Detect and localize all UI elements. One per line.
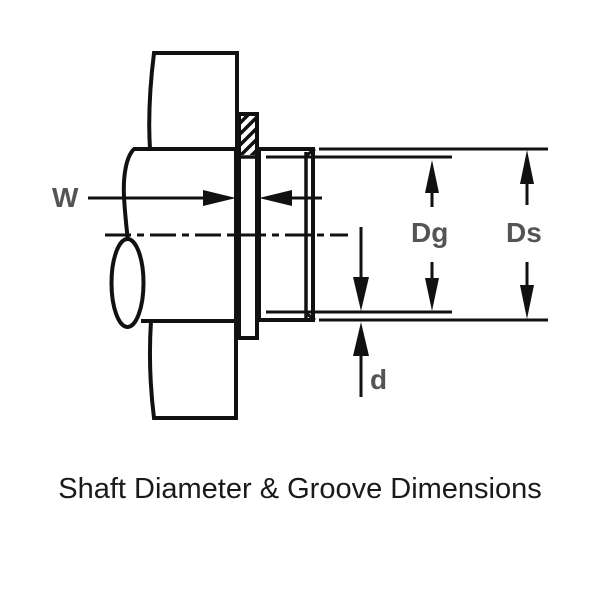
shaft-left-section xyxy=(109,147,238,329)
label-groove-width: W xyxy=(52,182,79,213)
housing-wall-top xyxy=(147,51,239,151)
dim-groove-diameter-arrows xyxy=(425,160,439,311)
dim-groove-width-arrows xyxy=(88,190,322,206)
housing-wall-bottom xyxy=(148,319,238,420)
dim-groove-depth-arrows xyxy=(353,227,369,397)
extension-lines xyxy=(266,147,548,322)
break-ellipse xyxy=(109,237,146,329)
label-groove-depth: d xyxy=(370,364,388,395)
retaining-ring xyxy=(237,112,259,340)
figure-caption: Shaft Diameter & Groove Dimensions xyxy=(58,473,542,505)
shaft-groove-diagram xyxy=(88,51,548,420)
dim-shaft-diameter-arrows xyxy=(520,150,534,319)
break-line xyxy=(121,147,136,242)
label-groove-diameter: Dg xyxy=(411,217,449,248)
label-shaft-diameter: Ds xyxy=(506,217,542,248)
